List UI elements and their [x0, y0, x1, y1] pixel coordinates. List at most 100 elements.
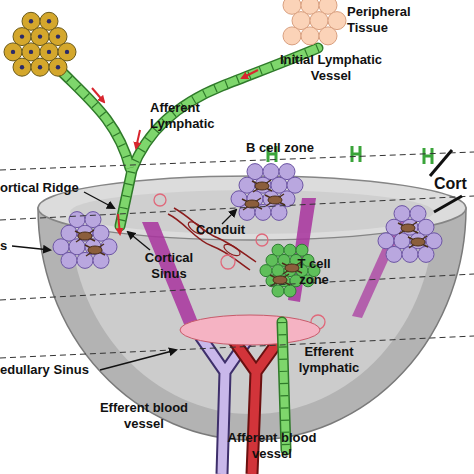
tissue-cell [31, 58, 49, 76]
label-box: Cortical Sinus [133, 250, 205, 282]
label-box: T cell zone [288, 256, 340, 288]
tissue-cell-nucleus [20, 34, 24, 38]
tissue-cell [49, 58, 67, 76]
lymphatic-fragment [352, 146, 360, 162]
hilum [180, 315, 320, 345]
b-cell [61, 252, 77, 268]
zone-boundary [0, 196, 474, 220]
label-box: ortical Ridge [0, 180, 100, 196]
label-box: Conduit [196, 222, 258, 238]
cell-ring [154, 194, 166, 206]
part-label: Cort [434, 175, 467, 192]
part-label: B cell zone [246, 140, 314, 155]
cell-ring [221, 255, 235, 269]
tissue-cell-nucleus [38, 65, 42, 69]
b-cell [386, 246, 402, 262]
flow-arrow [242, 70, 258, 78]
tissue-cell-nucleus [20, 65, 24, 69]
part-label: Initial Lymphatic Vessel [280, 52, 382, 83]
part-label: Efferent lymphatic [299, 344, 360, 375]
dendritic-cell [255, 182, 269, 190]
endothelial-junctions [120, 48, 318, 226]
part-label: Conduit [196, 222, 245, 237]
flow-arrow [118, 214, 120, 234]
lymphatic-vessel-outline [120, 48, 318, 226]
part-label: Peripheral Tissue [347, 4, 411, 35]
label-box: edullary Sinus [0, 362, 112, 378]
label-box: B cell zone [246, 140, 336, 156]
tissue-cell-nucleus [47, 50, 51, 54]
part-label: ortical Ridge [0, 180, 79, 195]
dendritic-cell-process [408, 236, 428, 248]
label-box: Initial Lymphatic Vessel [270, 52, 392, 84]
zone-boundary [0, 274, 474, 300]
tissue-cell [301, 27, 319, 45]
reticular-streak [352, 214, 408, 318]
region-bracket [434, 196, 462, 212]
dendritic-cell [411, 238, 425, 246]
dendritic-cell-process [242, 198, 262, 210]
zone-boundary [0, 336, 474, 358]
b-cell [77, 252, 93, 268]
tissue-cell-nucleus [29, 19, 33, 23]
part-label: Afferent blood vessel [228, 430, 317, 461]
dendritic-cell [285, 264, 299, 272]
t-cell [284, 285, 296, 297]
label-box: Afferent Lymphatic [150, 100, 232, 132]
part-label: s [0, 238, 7, 253]
t-cell [272, 285, 284, 297]
flow-arrow [92, 88, 104, 102]
label-box: Cort [434, 174, 474, 193]
part-label: edullary Sinus [0, 362, 89, 377]
leader-arrow [100, 350, 176, 370]
label-box: Afferent blood vessel [220, 430, 324, 462]
cell-ring [256, 234, 268, 246]
label-box: Efferent blood vessel [92, 400, 196, 432]
region-bracket [430, 150, 452, 176]
leader-arrow [128, 232, 150, 250]
dendritic-cell-process [252, 180, 272, 192]
dendritic-cell-process [398, 222, 418, 234]
cell-clusters [4, 0, 442, 297]
b-cell [271, 204, 287, 220]
tissue-cell-nucleus [56, 34, 60, 38]
leader-arrow [84, 192, 114, 208]
afferent-lymphatic-vessel [120, 48, 318, 226]
initial-lymphatic-vessel [60, 70, 130, 168]
label-box: Efferent lymphatic [290, 344, 368, 376]
b-cell [93, 252, 109, 268]
tissue-cell-nucleus [56, 65, 60, 69]
tissue-cell-nucleus [65, 50, 69, 54]
label-box: s [0, 238, 14, 254]
dendritic-cell-process [75, 230, 95, 242]
tissue-cell [319, 27, 337, 45]
tissue-cell-nucleus [29, 50, 33, 54]
tissue-cell-nucleus [11, 50, 15, 54]
leader-arrow [222, 210, 236, 224]
part-label: Cortical Sinus [145, 250, 193, 281]
part-label: Afferent Lymphatic [150, 100, 215, 131]
dendritic-cell [401, 224, 415, 232]
leader-arrow [12, 246, 50, 250]
b-cell [418, 246, 434, 262]
dendritic-cell [88, 246, 102, 254]
zone-boundary [0, 152, 474, 170]
part-label: T cell zone [297, 256, 330, 287]
dendritic-cell [268, 196, 282, 204]
b-cell [77, 225, 93, 241]
dendritic-cell-process [85, 244, 105, 256]
endothelial-junctions [60, 70, 130, 168]
tissue-cell [283, 27, 301, 45]
dendritic-cell [273, 276, 287, 284]
part-label: Efferent blood vessel [100, 400, 188, 431]
b-cell [402, 246, 418, 262]
tissue-cell-nucleus [38, 34, 42, 38]
reticular-streak [142, 222, 202, 334]
label-box: Peripheral Tissue [347, 4, 423, 36]
tissue-cell [13, 58, 31, 76]
lymphatic-vessel-outline [60, 70, 130, 168]
dendritic-cell [78, 232, 92, 240]
lymphatic-fragment [424, 148, 432, 164]
